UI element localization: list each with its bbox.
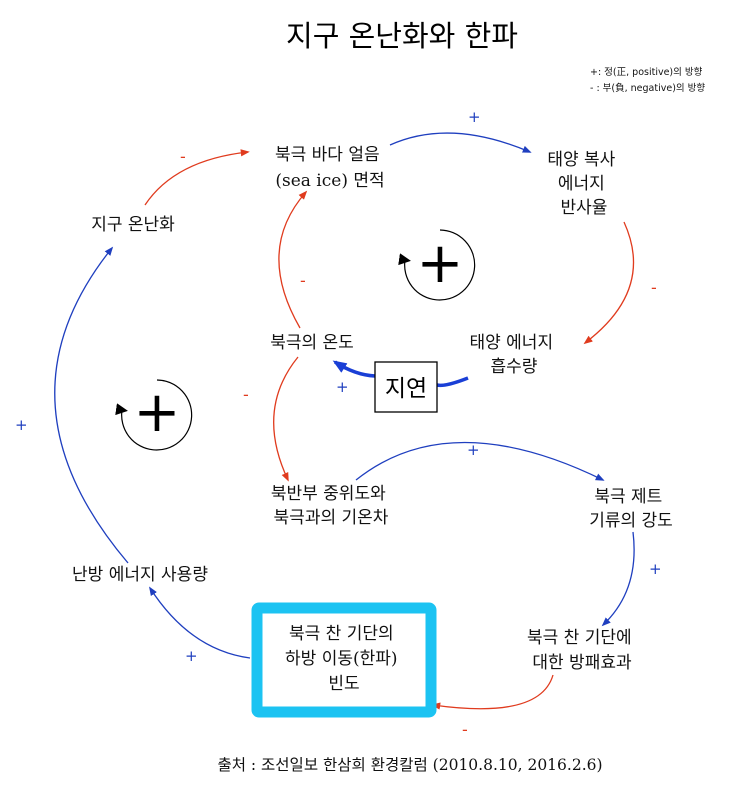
sign-temp-diff: -: [243, 385, 249, 404]
edge-coldwave-to-heating: [149, 586, 251, 659]
source-citation: 출처 : 조선일보 한삼희 환경칼럼 (2010.8.10, 2016.2.6): [217, 756, 602, 774]
sign-heating-warming: +: [15, 416, 28, 434]
legend-positive: +: 정(正, positive)의 방향: [590, 66, 703, 78]
sign-diff-jet: +: [467, 441, 480, 459]
edge-diff-to-jet: [355, 441, 605, 481]
node-solar-absorb: 태양 에너지 흡수량: [469, 333, 558, 377]
edge-jet-to-shield: [601, 531, 635, 627]
diagram-title: 지구 온난화와 한파: [286, 19, 518, 53]
sign-coldwave-heating: +: [185, 647, 198, 665]
sign-warming-seaice: -: [180, 147, 186, 166]
node-temp-diff: 북반부 중위도와 북극과의 기온차: [271, 484, 391, 528]
reinforcing-loop-outer: +: [115, 379, 193, 451]
edge-temp-to-diff: [273, 356, 299, 482]
edge-heating-to-warming: [54, 246, 129, 564]
delay-label: 지연: [385, 376, 427, 402]
sign-reflect-absorb: -: [651, 278, 657, 297]
edge-reflect-to-absorb: [583, 221, 635, 345]
sign-jet-shield: +: [649, 560, 662, 578]
sign-absorb-temp: +: [336, 378, 349, 396]
node-arctic-temp: 북극의 온도: [270, 333, 354, 353]
sign-temp-seaice: -: [300, 271, 306, 290]
reinforcing-loop-inner: +: [398, 229, 476, 301]
sign-seaice-reflect: +: [468, 108, 481, 126]
node-sea-ice: 북극 바다 얼음 (sea ice) 면적: [275, 145, 385, 191]
edge-shield-to-coldwave: [431, 674, 554, 710]
edge-absorb-to-delay: [436, 376, 469, 388]
edge-delay-to-temp: [332, 360, 376, 378]
node-global-warming: 지구 온난화: [91, 215, 175, 235]
sign-shield-coldwave: -: [462, 720, 468, 739]
node-jet-stream: 북극 제트 기류의 강도: [589, 487, 673, 531]
loop-inner-sign: +: [417, 231, 464, 296]
node-cold-wave: 북극 찬 기단의 하방 이동(한파) 빈도: [285, 624, 403, 694]
node-solar-reflect: 태양 복사 에너지 반사율: [547, 150, 620, 218]
legend-negative: - : 부(負, negative)의 방향: [590, 82, 705, 94]
node-shield: 북극 찬 기단에 대한 방패효과: [527, 628, 637, 673]
coldwave-highlight: [251, 602, 437, 718]
edge-temp-to-seaice: [278, 190, 308, 329]
loop-outer-sign: +: [134, 380, 181, 445]
edge-warming-to-seaice: [144, 149, 250, 206]
node-heating: 난방 에너지 사용량: [72, 565, 208, 585]
edge-seaice-to-reflect: [389, 132, 532, 153]
delay-box: [374, 361, 438, 413]
